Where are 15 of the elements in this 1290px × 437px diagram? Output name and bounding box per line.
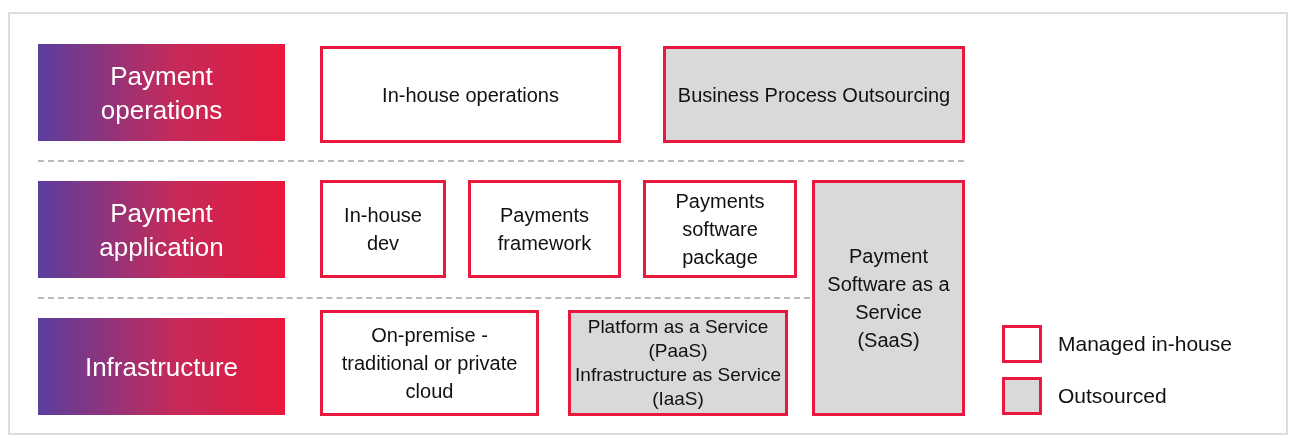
service-box: In-house operations [320, 46, 621, 143]
service-box: In-house dev [320, 180, 446, 278]
legend-label: Managed in-house [1058, 332, 1232, 356]
service-label: Infrastructure as Service (IaaS) [574, 363, 782, 411]
service-box: Payment Software as a Service (SaaS) [812, 180, 965, 416]
service-label: Platform as a Service (PaaS) [586, 315, 770, 363]
legend-label: Outsourced [1058, 384, 1167, 408]
row-header: Payment operations [38, 44, 285, 141]
service-box: Payments software package [643, 180, 797, 278]
service-box: Business Process Outsourcing [663, 46, 965, 143]
service-box: On-premise - traditional or private cloud [320, 310, 539, 416]
row-header: Payment application [38, 181, 285, 278]
service-box [568, 310, 788, 416]
service-box: Payments framework [468, 180, 621, 278]
row-header: Infrastructure [38, 318, 285, 415]
